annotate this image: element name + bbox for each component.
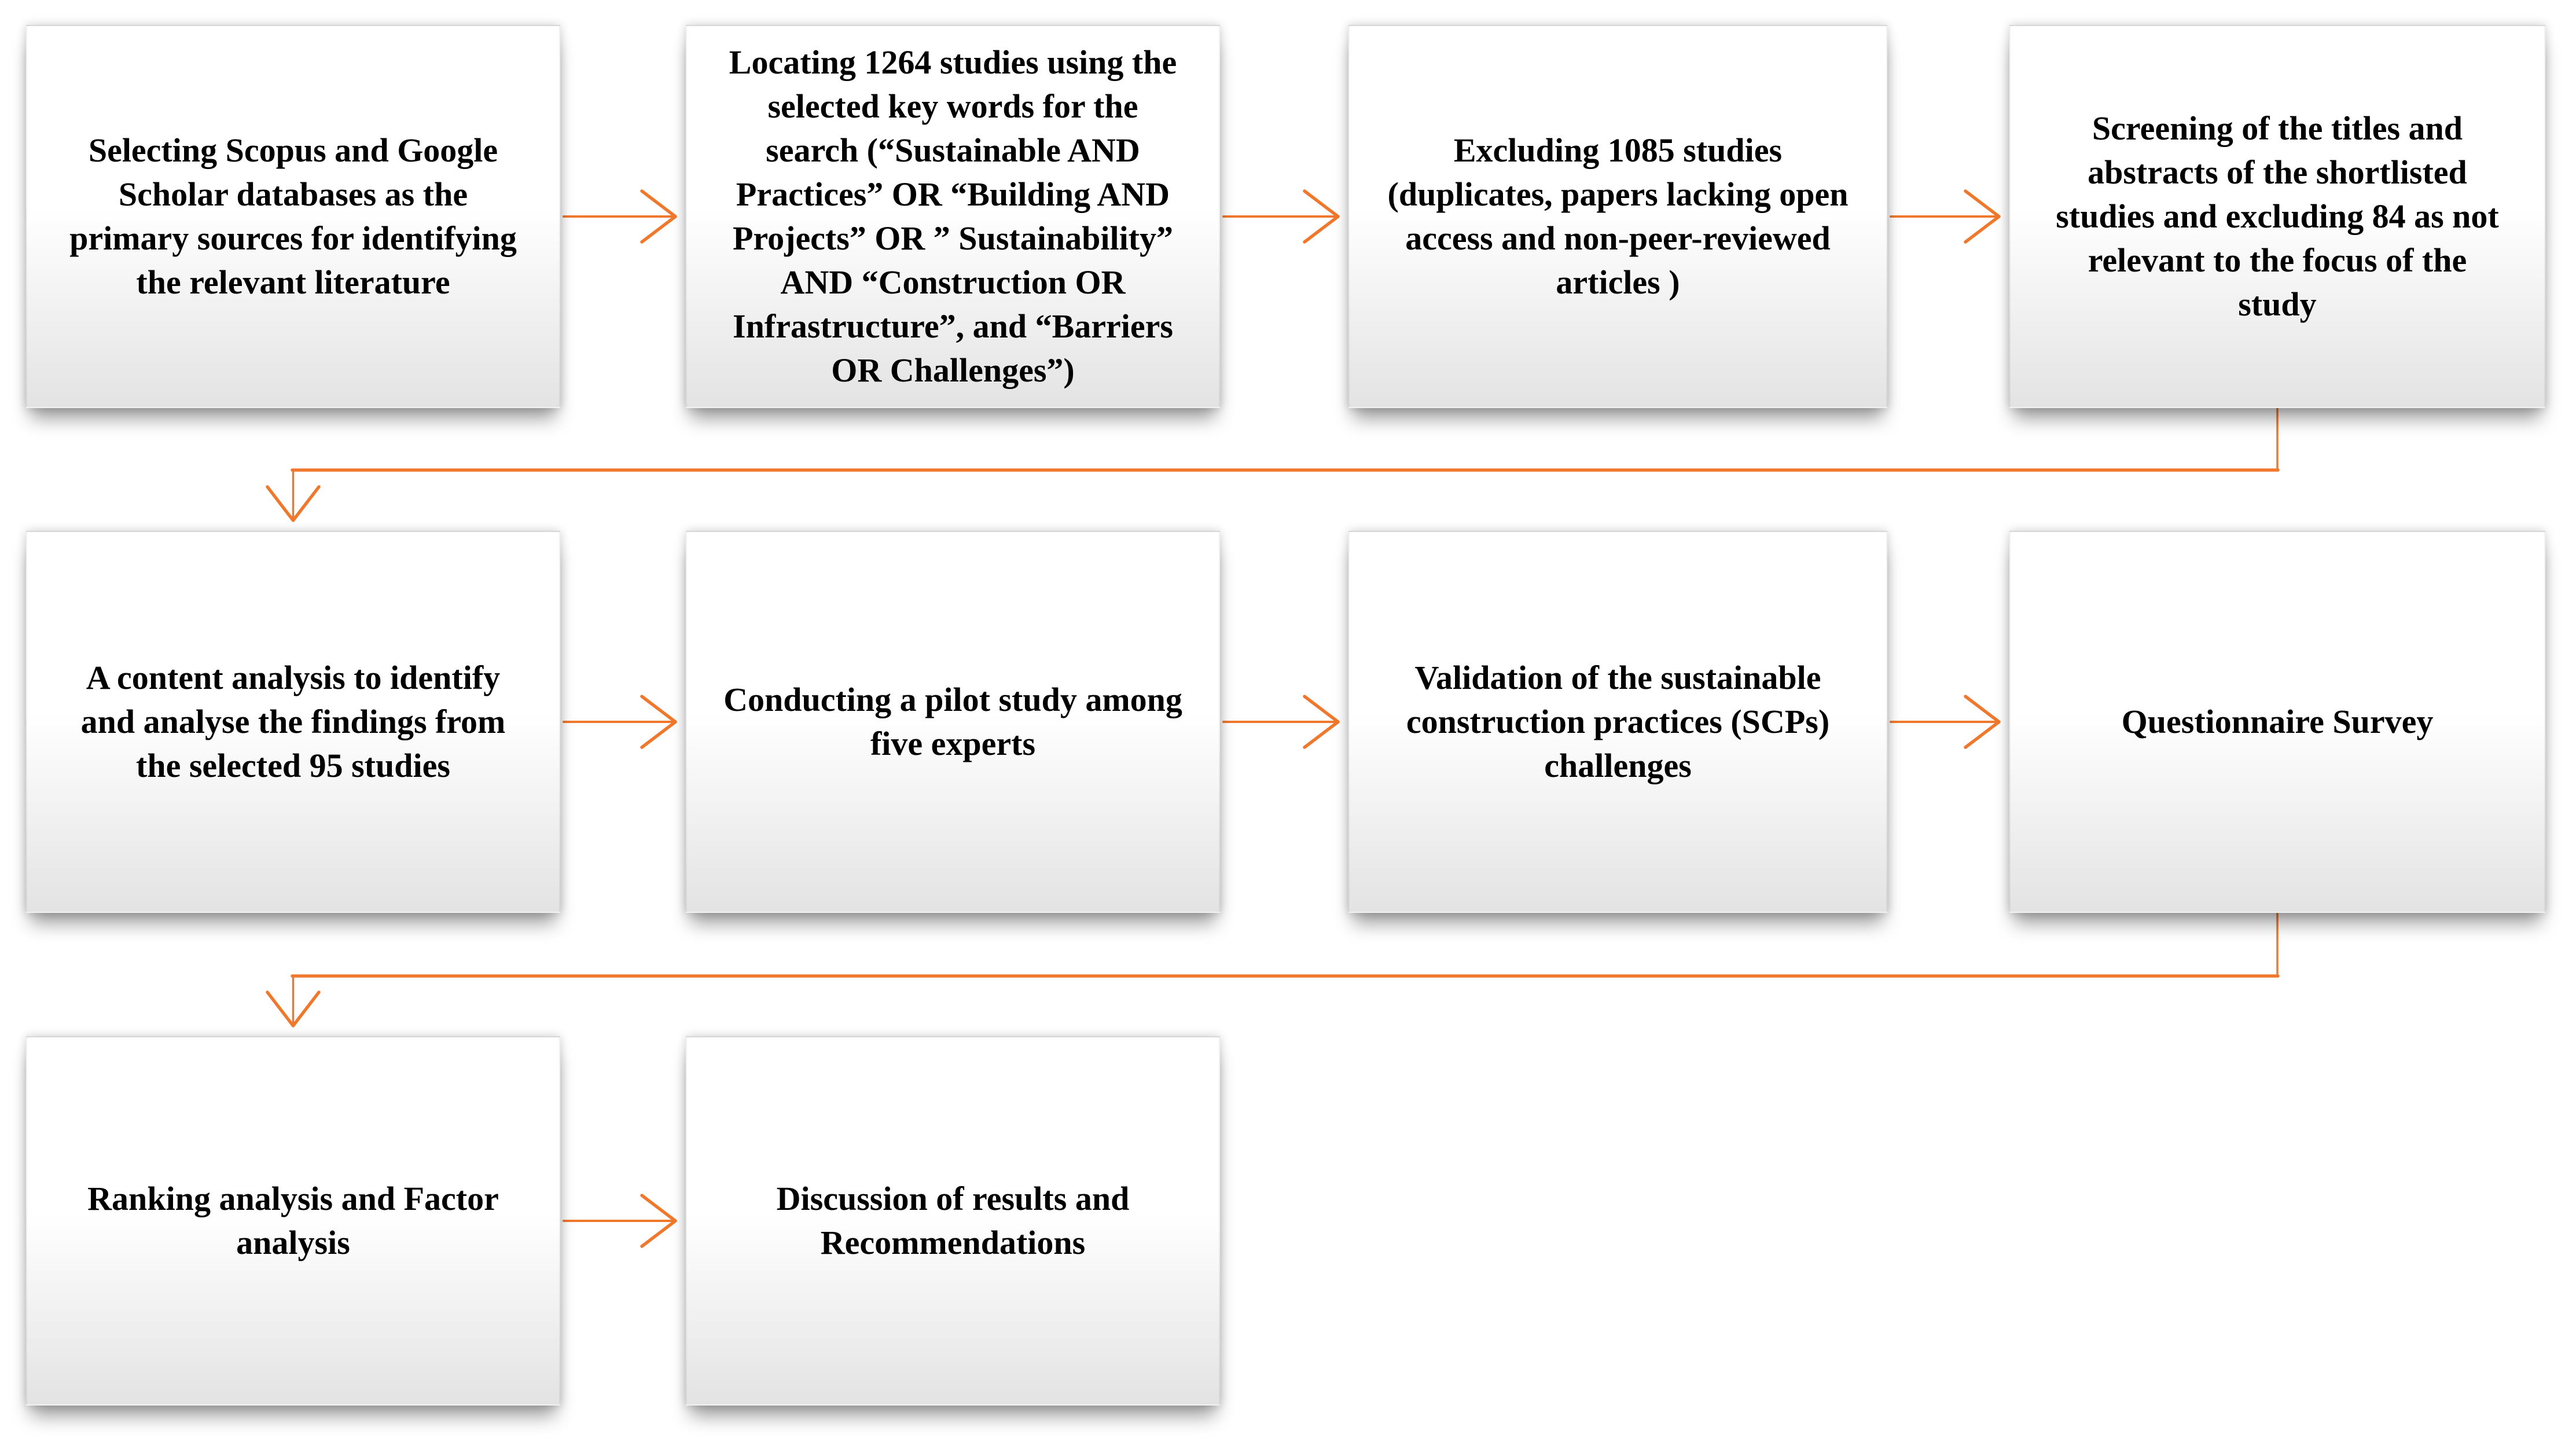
- arrow-right-icon: [1890, 695, 2001, 749]
- flow-box-questionnaire: Questionnaire Survey: [2009, 531, 2545, 913]
- flow-box-validation: Validation of the sustainable constructi…: [1348, 531, 1887, 913]
- flow-box-text: A content analysis to identify and analy…: [80, 659, 506, 784]
- flow-box-content-analysis: A content analysis to identify and analy…: [26, 531, 560, 913]
- flow-box-screening: Screening of the titles and abstracts of…: [2009, 25, 2545, 408]
- flow-box-text: Selecting Scopus and Google Scholar data…: [69, 131, 517, 301]
- flow-box-text: Screening of the titles and abstracts of…: [2056, 109, 2499, 323]
- elbow-connector-down-icon: [266, 408, 2280, 522]
- flow-box-text: Questionnaire Survey: [2121, 703, 2434, 740]
- arrow-right-icon: [1222, 695, 1340, 749]
- elbow-connector-down-icon: [266, 912, 2280, 1028]
- arrow-right-icon: [563, 1194, 677, 1248]
- arrow-right-icon: [563, 189, 677, 244]
- flow-box-text: Validation of the sustainable constructi…: [1406, 659, 1830, 784]
- arrow-right-icon: [563, 695, 677, 749]
- flow-box-text: Discussion of results and Recommendation…: [776, 1180, 1130, 1261]
- flow-box-select-databases: Selecting Scopus and Google Scholar data…: [26, 25, 560, 408]
- flow-box-text: Ranking analysis and Factor analysis: [87, 1180, 499, 1261]
- flow-box-exclude-studies: Excluding 1085 studies (duplicates, pape…: [1348, 25, 1887, 408]
- flow-box-text: Conducting a pilot study among five expe…: [723, 681, 1182, 762]
- arrow-right-icon: [1890, 189, 2001, 244]
- flow-box-text: Excluding 1085 studies (duplicates, pape…: [1387, 131, 1849, 301]
- flow-box-pilot-study: Conducting a pilot study among five expe…: [686, 531, 1220, 913]
- flow-box-text: Locating 1264 studies using the selected…: [729, 43, 1177, 389]
- flow-box-locate-studies: Locating 1264 studies using the selected…: [686, 25, 1220, 408]
- flow-box-ranking-factor: Ranking analysis and Factor analysis: [26, 1036, 560, 1406]
- flow-box-discussion: Discussion of results and Recommendation…: [686, 1036, 1220, 1406]
- arrow-right-icon: [1222, 189, 1340, 244]
